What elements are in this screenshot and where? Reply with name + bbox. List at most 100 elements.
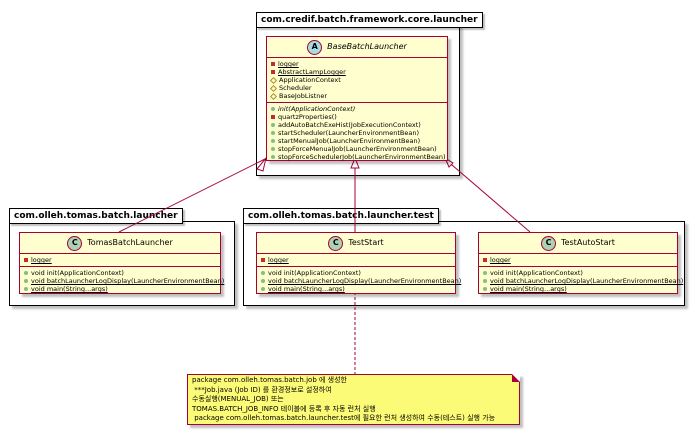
note-line: 수동실행(MENUAL_JOB) 또는 bbox=[192, 395, 284, 403]
inherit-line-tomas bbox=[118, 158, 266, 233]
public-visibility-icon bbox=[271, 107, 275, 111]
class-icon: C bbox=[67, 235, 83, 251]
note-line: package com.olleh.tomas.batch.launcher.t… bbox=[192, 414, 496, 422]
field-text: Scheduler bbox=[279, 84, 312, 92]
public-visibility-icon bbox=[261, 287, 265, 291]
protected-visibility-icon bbox=[269, 84, 278, 92]
method-text: void batchLauncherLogDisplay(LauncherEnv… bbox=[490, 277, 684, 285]
method-row: quartzProperties() bbox=[271, 113, 443, 121]
class-header: C TestAutoStart bbox=[479, 233, 677, 253]
method-row: void batchLauncherLogDisplay(LauncherEnv… bbox=[261, 277, 461, 285]
public-visibility-icon bbox=[24, 279, 28, 283]
field-text: AbstractLampLogger bbox=[278, 68, 346, 76]
class-name: BaseBatchLauncher bbox=[327, 42, 407, 51]
method-row: void init(ApplicationContext) bbox=[483, 269, 673, 277]
method-text: stopForceSchedulerJob(LauncherEnvironmen… bbox=[278, 153, 446, 161]
protected-visibility-icon bbox=[269, 92, 278, 100]
method-text: stopForceMenualJob(LauncherEnvironmentBe… bbox=[278, 145, 437, 153]
class-name: TestStart bbox=[348, 238, 384, 247]
fields-section: logger bbox=[479, 253, 677, 266]
field-row: AbstractLampLogger bbox=[271, 68, 443, 76]
field-row: BaseJobListner bbox=[269, 92, 443, 100]
method-row: void main(String...args) bbox=[483, 285, 673, 293]
method-text: quartzProperties() bbox=[278, 113, 337, 121]
class-header: A BaseBatchLauncher bbox=[267, 37, 447, 57]
class-header: C TomasBatchLauncher bbox=[20, 233, 220, 253]
public-visibility-icon bbox=[271, 147, 275, 151]
method-row: startScheduler(LauncherEnvironmentBean) bbox=[271, 129, 443, 137]
inherit-arrow-teststart bbox=[350, 156, 360, 169]
inherit-line-testauto bbox=[444, 158, 531, 233]
private-visibility-icon bbox=[24, 258, 28, 262]
public-visibility-icon bbox=[24, 287, 28, 291]
method-row: void batchLauncherLogDisplay(LauncherEnv… bbox=[483, 277, 683, 285]
field-text: BaseJobListner bbox=[279, 92, 328, 100]
method-row: void init(ApplicationContext) bbox=[24, 269, 216, 277]
field-text: logger bbox=[490, 256, 511, 264]
field-row: Scheduler bbox=[269, 84, 443, 92]
field-row: logger bbox=[261, 256, 451, 264]
class-test-auto-start[interactable]: C TestAutoStart logger void init(Applica… bbox=[478, 232, 683, 295]
method-row: init(ApplicationContext) bbox=[271, 105, 443, 113]
method-text: void init(ApplicationContext) bbox=[268, 269, 361, 277]
fields-section: logger bbox=[257, 253, 455, 266]
private-visibility-icon bbox=[271, 70, 275, 74]
method-text: void init(ApplicationContext) bbox=[490, 269, 583, 277]
method-text: void batchLauncherLogDisplay(LauncherEnv… bbox=[268, 277, 462, 285]
method-text: addAutoBatchExeHist(JobExecutionContext) bbox=[278, 121, 421, 129]
method-row: void init(ApplicationContext) bbox=[261, 269, 451, 277]
package-tomas-launcher-label: com.olleh.tomas.batch.launcher bbox=[9, 208, 183, 224]
note-line: package com.olleh.tomas.batch.job 에 생성한 bbox=[192, 376, 347, 384]
public-visibility-icon bbox=[261, 271, 265, 275]
method-text: void main(String...args) bbox=[268, 285, 345, 293]
inherit-arrow-tomas bbox=[256, 157, 267, 172]
public-visibility-icon bbox=[483, 287, 487, 291]
field-text: logger bbox=[31, 256, 52, 264]
public-visibility-icon bbox=[261, 279, 265, 283]
class-icon: C bbox=[541, 235, 557, 251]
field-row: logger bbox=[271, 60, 443, 68]
class-name: TomasBatchLauncher bbox=[87, 238, 173, 247]
method-text: startScheduler(LauncherEnvironmentBean) bbox=[278, 129, 420, 137]
field-row: logger bbox=[24, 256, 216, 264]
private-visibility-icon bbox=[261, 258, 265, 262]
class-name: TestAutoStart bbox=[561, 238, 615, 247]
class-header: C TestStart bbox=[257, 233, 455, 253]
class-icon: C bbox=[328, 235, 344, 251]
method-row: addAutoBatchExeHist(JobExecutionContext) bbox=[271, 121, 443, 129]
protected-visibility-icon bbox=[269, 76, 278, 84]
method-row: startMenualJob(LauncherEnvironmentBean) bbox=[271, 137, 443, 145]
private-visibility-icon bbox=[271, 115, 275, 119]
class-base-batch-launcher[interactable]: A BaseBatchLauncher logger AbstractLampL… bbox=[266, 36, 448, 161]
public-visibility-icon bbox=[271, 155, 275, 159]
package-core-launcher-label: com.credif.batch.framework.core.launcher bbox=[256, 12, 483, 28]
class-tomas-batch-launcher[interactable]: C TomasBatchLauncher logger void init(Ap… bbox=[19, 232, 224, 295]
package-launcher-test-label: com.olleh.tomas.batch.launcher.test bbox=[243, 208, 439, 224]
method-text: init(ApplicationContext) bbox=[278, 105, 356, 113]
method-text: void main(String...args) bbox=[490, 285, 567, 293]
methods-section: void init(ApplicationContext) void batch… bbox=[479, 266, 683, 295]
method-row: void main(String...args) bbox=[24, 285, 216, 293]
methods-section: void init(ApplicationContext) void batch… bbox=[257, 266, 461, 295]
note-fold-corner bbox=[512, 374, 520, 382]
field-text: ApplicationContext bbox=[279, 76, 341, 84]
note-line: ***Job.java (Job ID) 를 환경정보로 설정하여 bbox=[192, 385, 332, 394]
method-text: void batchLauncherLogDisplay(LauncherEnv… bbox=[31, 277, 225, 285]
private-visibility-icon bbox=[271, 62, 275, 66]
fields-section: logger AbstractLampLogger ApplicationCon… bbox=[267, 57, 447, 102]
abstract-class-icon: A bbox=[307, 39, 323, 55]
fields-section: logger bbox=[20, 253, 220, 266]
field-text: logger bbox=[278, 60, 299, 68]
public-visibility-icon bbox=[271, 123, 275, 127]
public-visibility-icon bbox=[483, 279, 487, 283]
method-row: void batchLauncherLogDisplay(LauncherEnv… bbox=[24, 277, 224, 285]
method-text: startMenualJob(LauncherEnvironmentBean) bbox=[278, 137, 421, 145]
methods-section: init(ApplicationContext) quartzPropertie… bbox=[267, 102, 447, 163]
note-line: TOMAS.BATCH_JOB_INFO 테이블에 등록 후 자동 런처 실행 bbox=[192, 404, 376, 413]
class-test-start[interactable]: C TestStart logger void init(Application… bbox=[256, 232, 461, 295]
public-visibility-icon bbox=[24, 271, 28, 275]
methods-section: void init(ApplicationContext) void batch… bbox=[20, 266, 224, 295]
method-text: void init(ApplicationContext) bbox=[31, 269, 124, 277]
note-box: package com.olleh.tomas.batch.job 에 생성한 … bbox=[187, 374, 520, 425]
